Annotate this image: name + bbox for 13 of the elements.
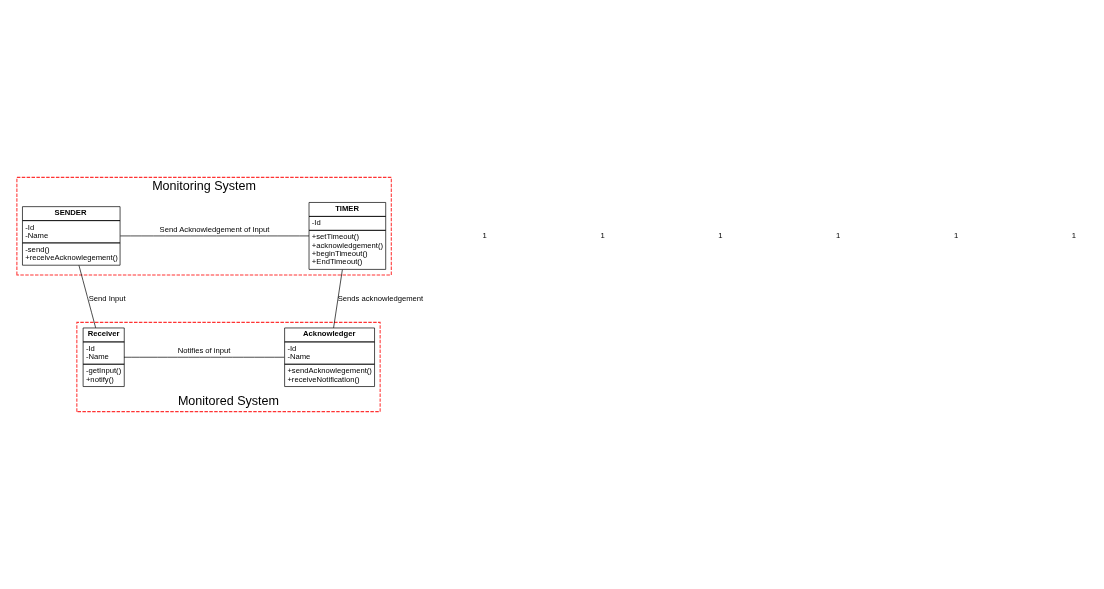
connector: [123, 356, 285, 358]
connector: [333, 269, 343, 329]
label: 1: [718, 230, 723, 240]
label: 1: [600, 230, 605, 240]
edge-label: Sends acknowledgement: [337, 293, 424, 303]
label: 1: [1071, 230, 1076, 240]
label: 1: [836, 230, 841, 240]
edge-label: Notifies of input: [177, 345, 231, 355]
edge-label: Send Input: [88, 293, 126, 303]
label: 1: [953, 230, 959, 240]
label: 1: [482, 230, 487, 240]
connector: [78, 265, 96, 329]
edge-label: Send Acknowledgement of Input: [159, 224, 270, 234]
